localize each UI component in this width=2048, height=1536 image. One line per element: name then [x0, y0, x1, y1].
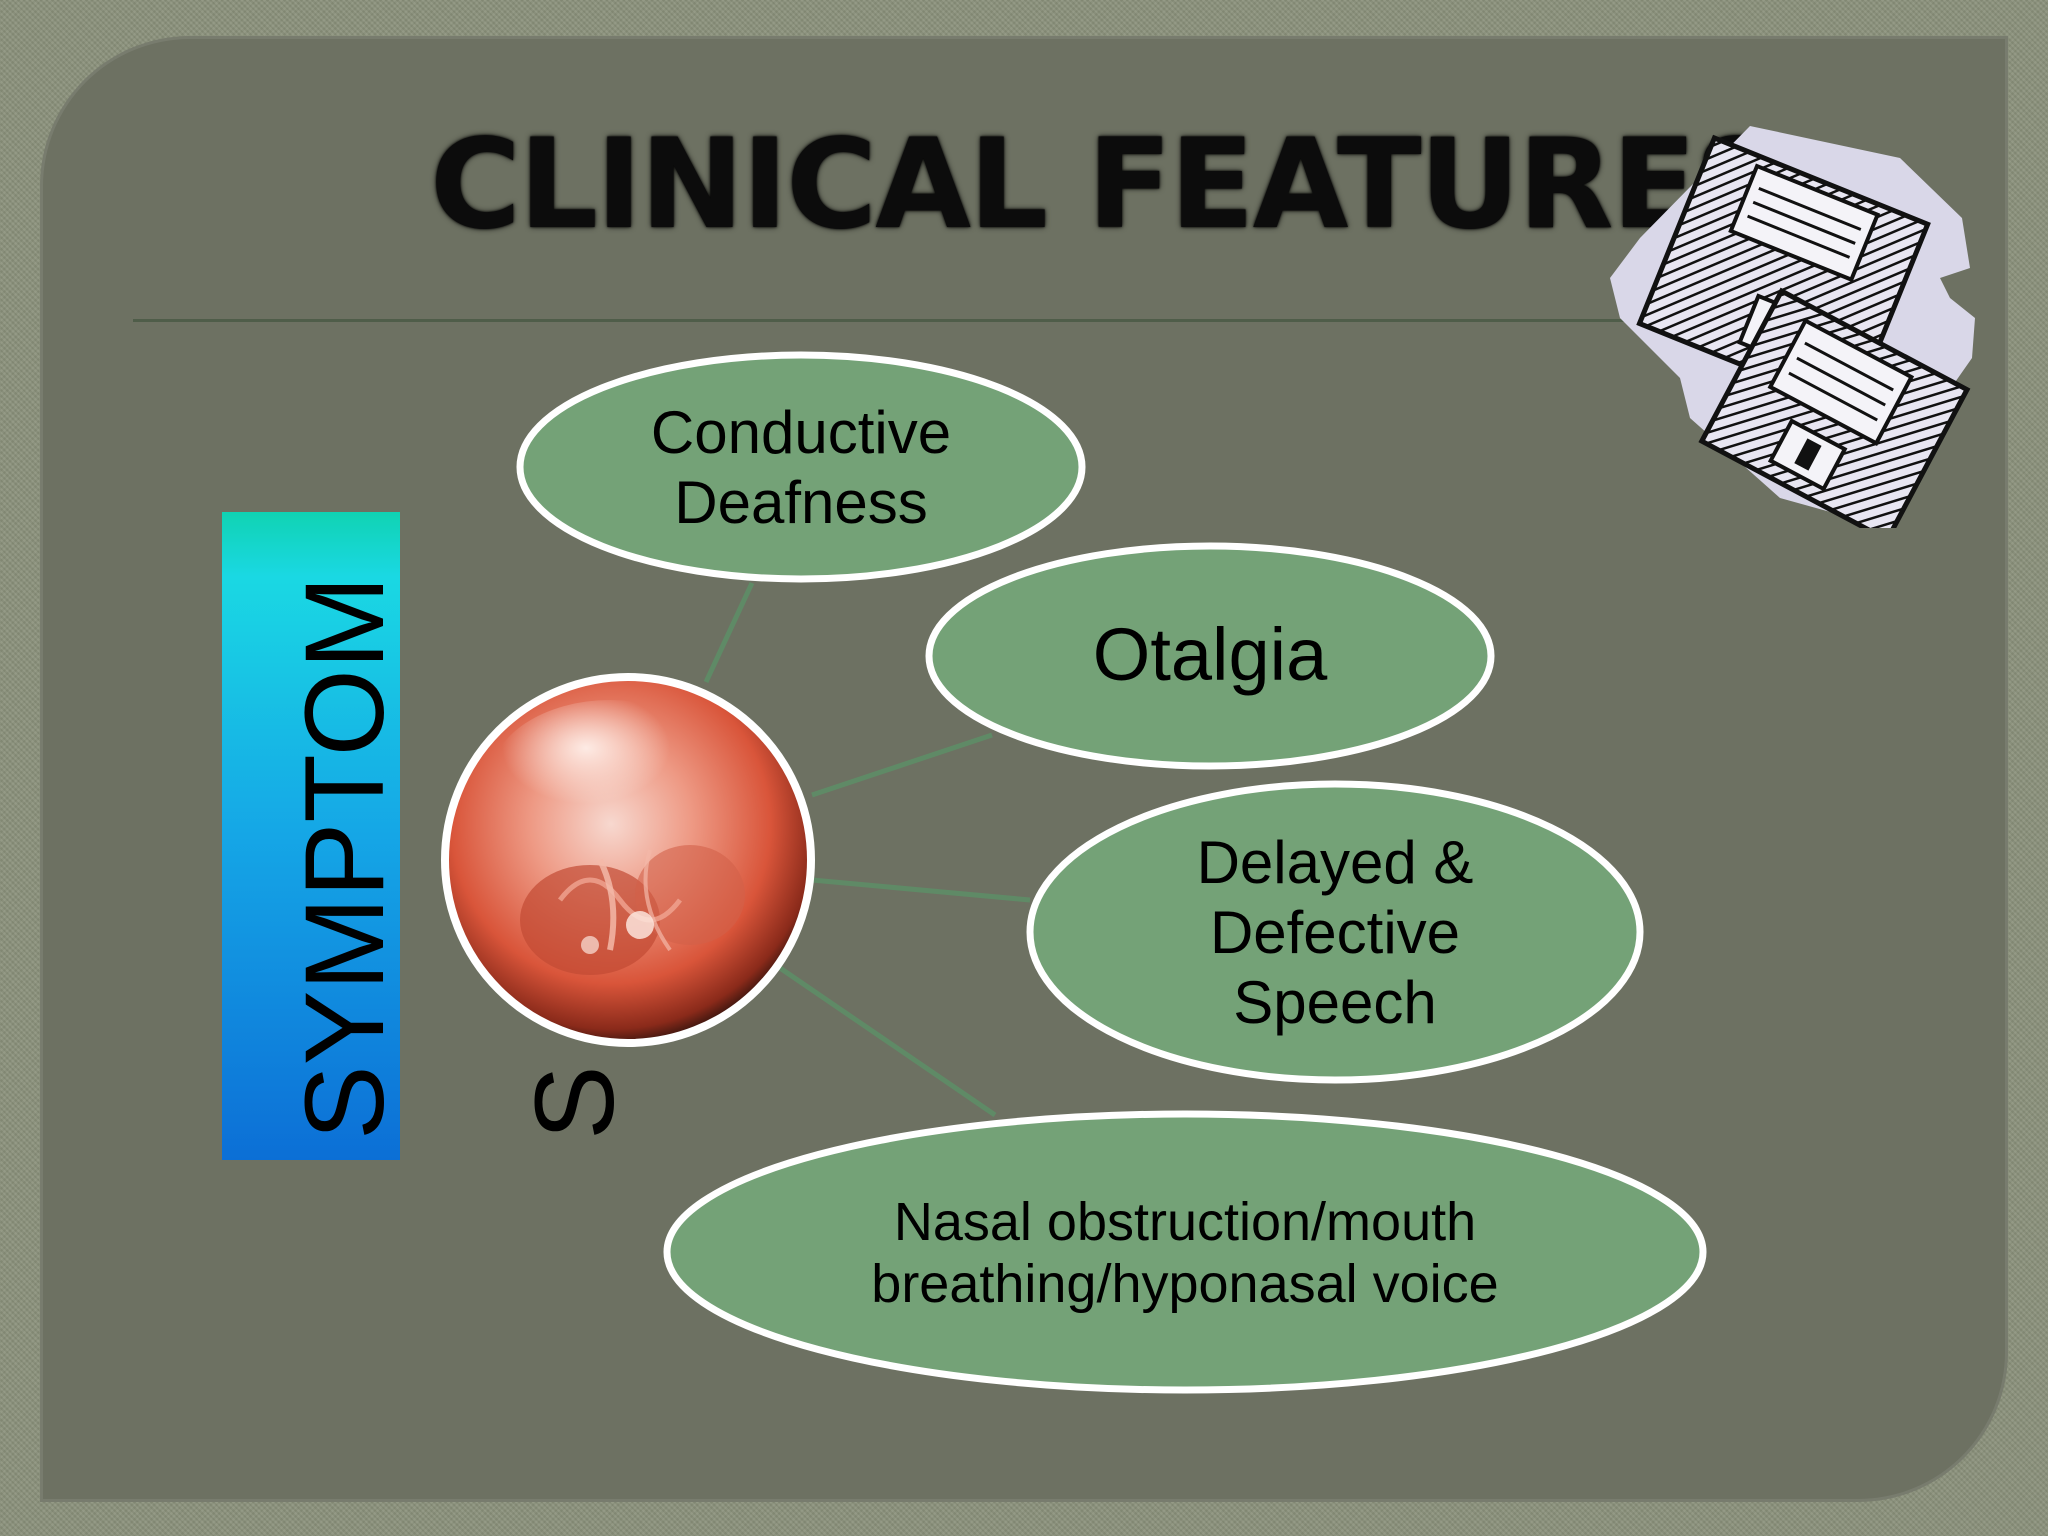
floppy-disks-icon	[1600, 118, 1980, 544]
symptoms-label: SYMPTOM S	[282, 575, 637, 1140]
node-conductive-deafness	[516, 351, 1086, 583]
node-label-otalgia: Otalgia	[1092, 613, 1328, 696]
slide-title: CLINICAL FEATURES	[430, 113, 1784, 257]
connector-speech	[811, 877, 1031, 903]
node-label-nasal-obstruction: Nasal obstruction/mouth breathing/hypona…	[871, 1192, 1499, 1314]
node-nasal-obstruction	[663, 1110, 1707, 1394]
node-delayed-speech	[1026, 780, 1644, 1084]
symptoms-gradient-box	[222, 512, 400, 1160]
node-otalgia	[925, 542, 1495, 770]
connector-nasal	[778, 965, 997, 1118]
connector-conductive	[703, 581, 755, 684]
node-label-delayed-speech: Delayed & Defective Speech	[1196, 828, 1474, 1036]
node-label-conductive-deafness: Conductive Deafness	[650, 398, 952, 536]
ear-drum-image	[441, 673, 815, 1047]
title-divider	[133, 319, 1673, 322]
connector-otalgia	[811, 732, 993, 798]
